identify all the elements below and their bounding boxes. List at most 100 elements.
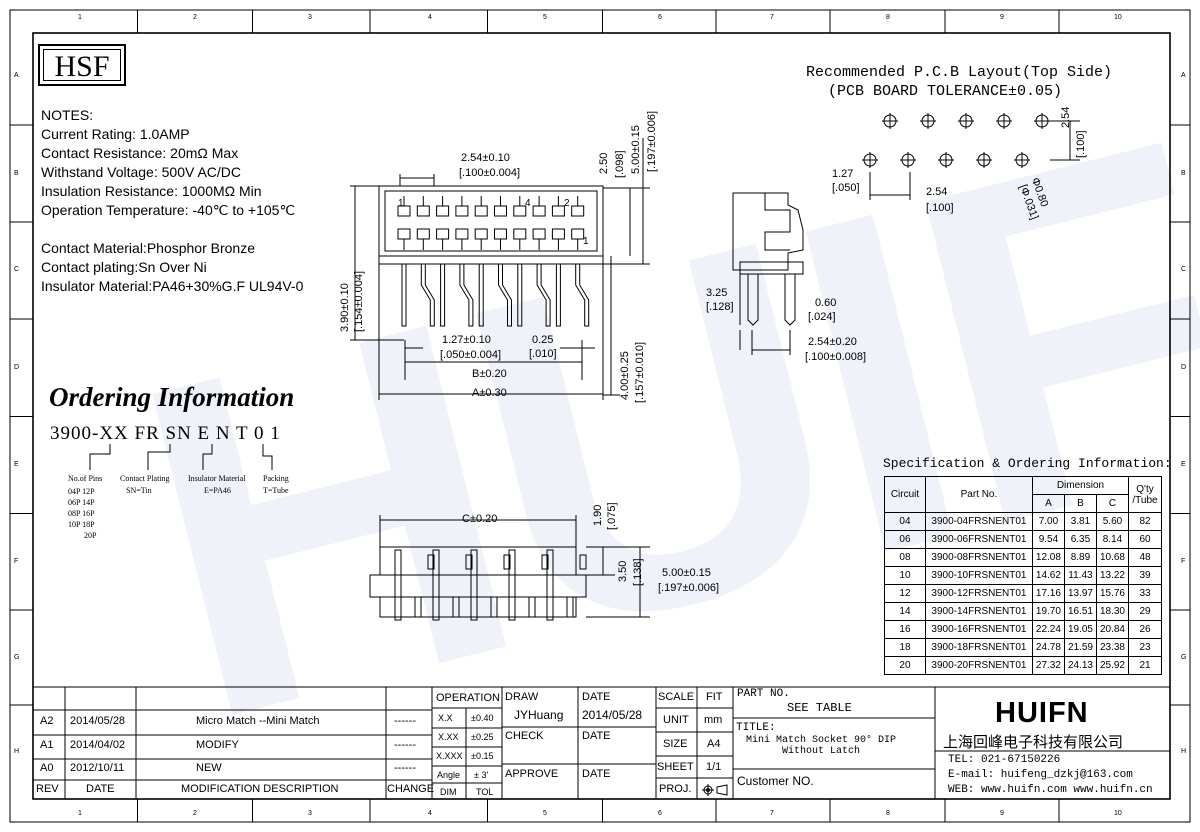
contact-pin: [555, 264, 561, 327]
contact-slot: [416, 205, 430, 217]
insulator-value: E=PA46: [204, 486, 231, 495]
bottom-dim-c: C±0.20: [462, 513, 498, 525]
hsf-logo-text: HSF: [43, 49, 121, 83]
pins-option: 04P 12P: [68, 487, 95, 496]
spec-header-dimension: Dimension: [1031, 476, 1130, 495]
zone-col-label: 6: [658, 810, 662, 817]
revision-id: A2: [40, 715, 54, 727]
contact-slot: [551, 228, 565, 240]
bottom-h350: 3.50: [617, 560, 629, 582]
contact-slot: [436, 205, 450, 217]
front-h500: 5.00±0.15: [630, 125, 642, 174]
note-line: Contact plating:Sn Over Ni: [41, 259, 207, 275]
pcb-dim-254h: 2.54: [926, 186, 948, 198]
table-cell: 08: [884, 548, 926, 567]
zone-col-label: 9: [1000, 810, 1004, 817]
side-w060: 0.60: [815, 297, 837, 309]
contact-slot: [455, 205, 469, 217]
packing-value: T=Tube: [263, 486, 289, 495]
bottom-h500: 5.00±0.15: [662, 567, 711, 579]
contact-slot: [571, 205, 585, 217]
table-cell: 20: [884, 656, 926, 675]
zone-row-label: E: [1181, 461, 1186, 468]
table-cell: 29: [1128, 602, 1162, 621]
front-dim-b: B±0.20: [472, 368, 507, 380]
tb-title: TITLE:: [736, 722, 776, 734]
front-pitch: 2.54±0.10: [461, 152, 510, 164]
front-pitch-in: [.100±0.004]: [459, 167, 521, 179]
revision-id: A0: [40, 762, 54, 774]
contact-pin: [470, 549, 478, 621]
tb-fit: FIT: [706, 691, 723, 703]
pcb-dim-127-in: [.050]: [832, 182, 860, 194]
contact-slot: [474, 205, 488, 217]
revision-date: 2014/04/02: [70, 739, 126, 751]
zone-row-label: A: [14, 72, 19, 79]
contact-pin: [401, 264, 407, 327]
tb-tol-xx-v: ±0.40: [471, 713, 494, 723]
tb-tol-angle: Angle: [437, 770, 461, 780]
rev-header-rev: REV: [36, 783, 59, 795]
spec-header-c: C: [1095, 494, 1130, 513]
latch-tab: [541, 554, 549, 570]
note-line: Withstand Voltage: 500V AC/DC: [41, 164, 241, 180]
pins-option: 08P 16P: [68, 509, 95, 518]
table-cell: 16: [884, 620, 926, 639]
contact-pin: [566, 596, 574, 618]
zone-row-label: C: [14, 266, 20, 273]
tb-title-v2: Without Latch: [782, 746, 861, 757]
latch-tab: [427, 554, 435, 570]
note-line: [41, 220, 303, 239]
contact-pin: [498, 264, 512, 327]
company-logo: HUIFN: [995, 697, 1089, 729]
table-cell: 3900-14FRSNENT01: [924, 602, 1033, 621]
table-cell: 25.92: [1095, 656, 1130, 675]
table-cell: 18.30: [1095, 602, 1130, 621]
pcb-dim-254h-in: [.100]: [926, 202, 954, 214]
pcb-dim-254v: 2.54: [1060, 106, 1072, 128]
contact-pin: [432, 549, 440, 621]
table-cell: 3900-06FRSNENT01: [924, 530, 1033, 549]
zone-row-label: F: [1181, 558, 1186, 565]
zone-col-label: 4: [428, 14, 432, 21]
contact-slot: [494, 205, 507, 217]
zone-col-label: 5: [543, 14, 547, 21]
table-cell: 16.51: [1063, 602, 1097, 621]
pins-option: 20P: [68, 531, 97, 540]
contact-slot: [416, 228, 430, 240]
front-h500-in: [.197±0.006]: [646, 110, 658, 172]
table-cell: 06: [884, 530, 926, 549]
zone-row-label: C: [1181, 266, 1187, 273]
contact-pin: [575, 264, 590, 327]
contact-pin: [490, 596, 498, 618]
table-cell: 6.35: [1063, 530, 1097, 549]
contact-pin: [414, 596, 422, 618]
pcb-layout-drawing: [862, 113, 1080, 200]
table-cell: 26: [1128, 620, 1162, 639]
contact-pin: [546, 549, 554, 621]
zone-row-label: G: [14, 654, 20, 661]
tb-title-v1: Mini Match Socket 90° DIP: [746, 735, 897, 746]
tb-size-v: A4: [707, 738, 721, 750]
contact-slot: [513, 205, 527, 217]
plating-value: SN=Tin: [126, 486, 152, 495]
table-cell: 24.78: [1031, 638, 1065, 657]
zone-col-label: 8: [886, 14, 890, 21]
note-line: Contact Material:Phosphor Bronze: [41, 240, 255, 256]
tb-check: CHECK: [505, 730, 544, 742]
zone-col-label: 10: [1114, 14, 1122, 21]
table-cell: 11.43: [1063, 566, 1097, 585]
note-line: Insulator Material:PA46+30%G.F UL94V-0: [41, 278, 304, 294]
revision-desc: NEW: [196, 762, 222, 774]
tb-tol: TOL: [476, 787, 494, 797]
insulator-label: Insulator Material: [188, 474, 246, 483]
pcb-title-2: (PCB BOARD TOLERANCE±0.05): [828, 83, 1063, 100]
tb-date-1: DATE: [582, 691, 611, 703]
table-cell: 3900-10FRSNENT01: [924, 566, 1033, 585]
table-cell: 15.76: [1095, 584, 1130, 603]
table-cell: 3.81: [1063, 512, 1097, 531]
tb-tol-xxxx-v: ±0.15: [471, 751, 494, 761]
